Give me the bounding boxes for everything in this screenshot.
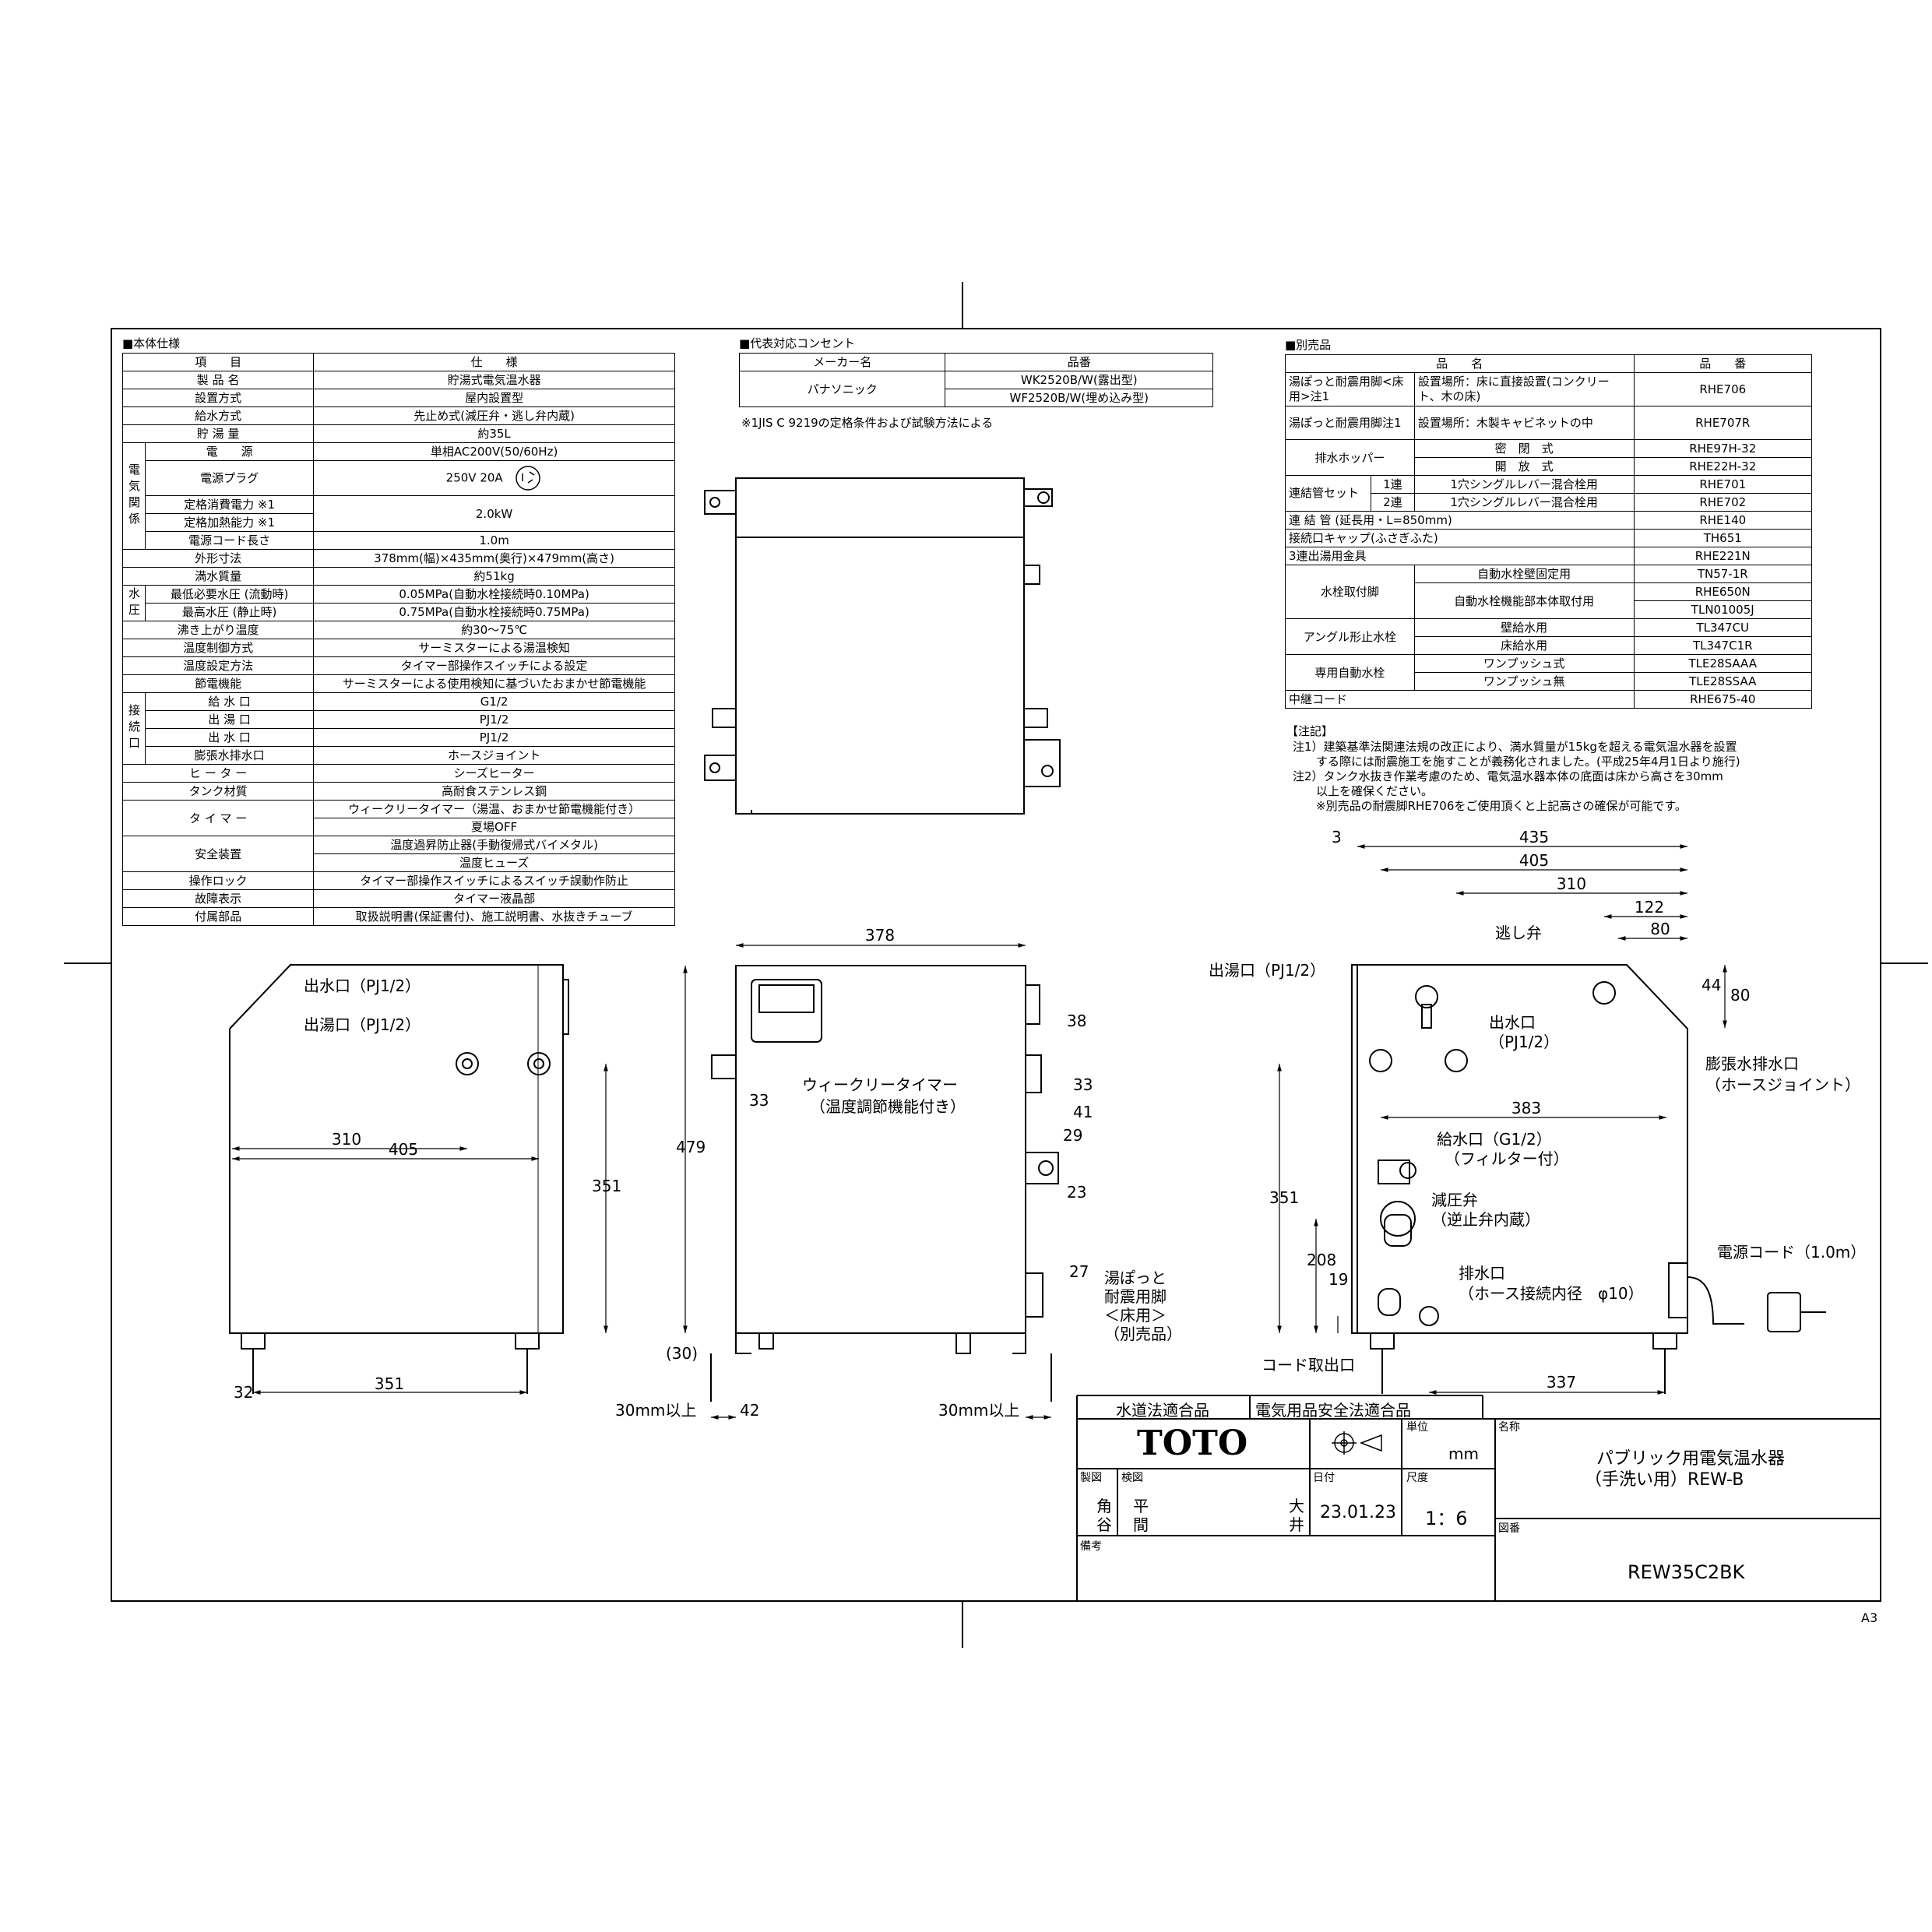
- svg-text:（別売品）: （別売品）: [1104, 1325, 1182, 1343]
- svg-text:電源コード（1.0m）: 電源コード（1.0m）: [1717, 1243, 1866, 1262]
- svg-text:27: 27: [1069, 1262, 1089, 1281]
- spec-row: 節電機能サーミスターによる使用検知に基づいたおまかせ節電機能: [121, 674, 675, 693]
- note-line: 注1）建築基準法関連法規の改正により、満水質量が15kgを超える電気温水器を設置: [1293, 740, 1737, 754]
- label-outlet-hot: 出湯口（PJ1/2）: [304, 1015, 421, 1034]
- svg-text:耐震用脚: 耐震用脚: [1104, 1287, 1167, 1306]
- svg-text:44: 44: [1701, 976, 1721, 994]
- spec-row: 沸き上がり温度約30～75℃: [121, 621, 675, 639]
- front-view: [710, 965, 1059, 1402]
- spec-row: 給水方式先止め式(減圧弁・逃し弁内蔵): [121, 406, 675, 425]
- right-side-view: [1351, 964, 1826, 1394]
- svg-text:膨張水排水口: 膨張水排水口: [1705, 1054, 1799, 1073]
- brand-logo: TOTO: [1137, 1423, 1248, 1463]
- dim-310: 310: [332, 1130, 361, 1149]
- notes-heading: 【注記】: [1286, 724, 1334, 738]
- dim-351v: 351: [592, 1177, 621, 1195]
- svg-text:（ホースジョイント）: （ホースジョイント）: [1705, 1075, 1860, 1094]
- svg-text:33: 33: [1073, 1075, 1093, 1094]
- elec-group: 電気関係: [122, 442, 146, 550]
- svg-text:405: 405: [1519, 851, 1549, 870]
- projection-symbol-icon: [1332, 1431, 1382, 1455]
- svg-text:（ホース接続内径 φ10）: （ホース接続内径 φ10）: [1459, 1284, 1644, 1303]
- drawing-frame: [111, 328, 1881, 1602]
- svg-text:29: 29: [1063, 1126, 1082, 1145]
- svg-text:23: 23: [1067, 1183, 1086, 1202]
- svg-text:351: 351: [1269, 1188, 1299, 1207]
- dim-351: 351: [375, 1374, 404, 1393]
- svg-text:（フィルター付）: （フィルター付）: [1445, 1149, 1569, 1168]
- svg-text:80: 80: [1650, 920, 1670, 938]
- concent-heading: ■代表対応コンセント: [739, 336, 856, 350]
- spec-table: 項 目仕 様 製 品 名貯湯式電気温水器設置方式屋内設置型給水方式先止め式(減圧…: [121, 353, 675, 926]
- perspective-view: [704, 477, 1061, 815]
- svg-text:排水口: 排水口: [1459, 1264, 1505, 1283]
- svg-text:33: 33: [749, 1091, 769, 1110]
- svg-text:30mm以上: 30mm以上: [938, 1401, 1019, 1420]
- svg-text:出湯口（PJ1/2）: 出湯口（PJ1/2）: [1209, 961, 1325, 980]
- dim-32: 32: [234, 1383, 253, 1402]
- svg-text:給水口（G1/2）: 給水口（G1/2）: [1437, 1130, 1552, 1149]
- svg-text:383: 383: [1511, 1099, 1541, 1117]
- spec-row: 故障表示タイマー液晶部: [121, 889, 675, 908]
- note-line: 以上を確保ください。: [1293, 784, 1434, 798]
- svg-text:湯ぽっと: 湯ぽっと: [1104, 1269, 1167, 1287]
- note-line: する際には耐震施工を施すことが義務化されました。(平成25年4月1日より施行): [1293, 755, 1740, 769]
- spec-row: 付属部品取扱説明書(保証書付)、施工説明書、水抜きチューブ: [121, 907, 675, 926]
- spec-row: タンク材質高耐食ステンレス鋼: [121, 782, 675, 801]
- svg-text:42: 42: [740, 1401, 759, 1420]
- svg-text:30mm以上: 30mm以上: [615, 1401, 696, 1420]
- svg-text:ウィークリータイマー: ウィークリータイマー: [802, 1075, 958, 1094]
- svg-text:435: 435: [1519, 828, 1549, 846]
- sheet-size: A3: [1861, 1610, 1878, 1625]
- concent-footnote: ※1JIS C 9219の定格条件および試験方法による: [741, 416, 994, 430]
- dim-405: 405: [389, 1140, 418, 1159]
- svg-text:（逆止弁内蔵）: （逆止弁内蔵）: [1431, 1210, 1540, 1229]
- spec-row: 満水質量約51kg: [121, 567, 675, 586]
- svg-text:(30): (30): [666, 1344, 698, 1363]
- svg-text:逃し弁: 逃し弁: [1495, 924, 1542, 942]
- svg-text:＜床用＞: ＜床用＞: [1104, 1306, 1167, 1325]
- svg-text:出水口: 出水口: [1489, 1013, 1536, 1032]
- svg-text:337: 337: [1547, 1373, 1576, 1392]
- spec-row: 設置方式屋内設置型: [121, 389, 675, 407]
- svg-text:208: 208: [1307, 1251, 1336, 1269]
- svg-text:（温度調節機能付き）: （温度調節機能付き）: [810, 1097, 966, 1116]
- svg-text:479: 479: [676, 1138, 706, 1156]
- svg-text:122: 122: [1635, 898, 1664, 917]
- sep-heading: ■別売品: [1285, 338, 1332, 352]
- plug-icon: [516, 466, 541, 491]
- svg-text:コード取出口: コード取出口: [1262, 1356, 1355, 1374]
- spec-heading: ■本体仕様: [122, 336, 181, 350]
- spec-row: 温度設定方法タイマー部操作スイッチによる設定: [121, 656, 675, 675]
- svg-text:19: 19: [1328, 1270, 1348, 1289]
- label-outlet-water: 出水口（PJ1/2）: [304, 977, 421, 995]
- svg-text:（PJ1/2）: （PJ1/2）: [1489, 1033, 1559, 1051]
- svg-text:378: 378: [865, 926, 895, 945]
- svg-text:3: 3: [1332, 828, 1342, 846]
- note-line: ※別売品の耐震脚RHE706をご使用頂くと上記高さの確保が可能です。: [1293, 799, 1687, 813]
- spec-row: 温度制御方式サーミスターによる湯温検知: [121, 639, 675, 657]
- svg-text:310: 310: [1557, 875, 1586, 893]
- spec-row: 製 品 名貯湯式電気温水器: [121, 371, 675, 389]
- spec-row: 貯 湯 量約35L: [121, 424, 675, 443]
- svg-text:41: 41: [1073, 1103, 1093, 1121]
- note-line: 注2）タンク水抜き作業考慮のため、電気温水器本体の底面は床から高さを30mm: [1293, 769, 1723, 783]
- left-side-view: [229, 964, 569, 1394]
- svg-text:38: 38: [1067, 1012, 1086, 1030]
- svg-text:80: 80: [1730, 986, 1750, 1005]
- svg-text:減圧弁: 減圧弁: [1431, 1191, 1478, 1209]
